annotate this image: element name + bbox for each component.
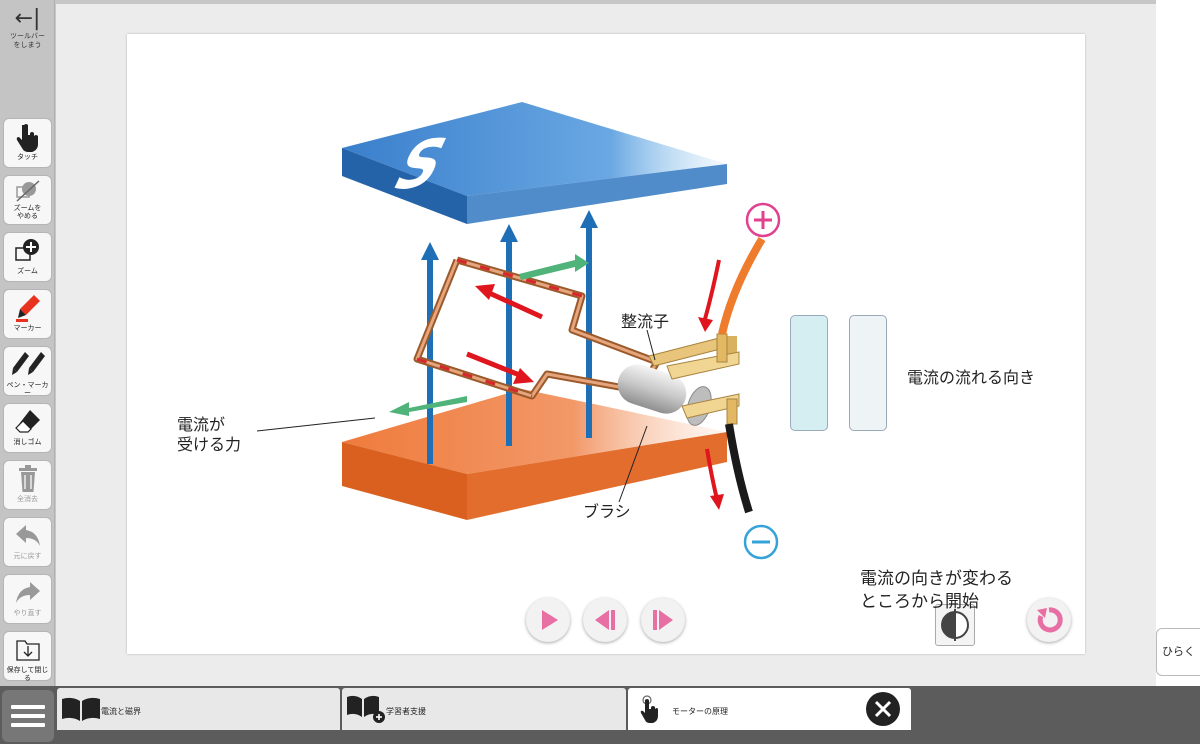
- touch-tool-label: タッチ: [17, 153, 38, 161]
- undo-tool-label: 元に戻す: [13, 552, 42, 560]
- s-pole-magnet: S: [342, 102, 727, 224]
- redo-tool-label: やり直す: [13, 609, 42, 617]
- save-close-tool-button[interactable]: 保存して閉じる: [3, 631, 52, 682]
- hamburger-line-icon: [11, 705, 45, 709]
- tab-label: モーターの原理: [672, 707, 728, 716]
- commutator: [617, 333, 740, 426]
- half-circle-icon: [941, 609, 969, 641]
- tab-label: 学習者支援: [386, 707, 426, 716]
- zoom-tool-label: ズーム: [17, 267, 38, 275]
- save-close-icon: [15, 640, 40, 661]
- tab-learner-support[interactable]: 学習者支援: [342, 688, 626, 730]
- left-toolbar: ←| ツールバー をしまう タッチ ズームを やめる ズーム マーカー: [0, 0, 55, 686]
- trash-icon: [18, 465, 37, 492]
- play-icon: [542, 610, 558, 630]
- motor-diagram-stage: S N: [127, 34, 1085, 654]
- close-tab-button[interactable]: [866, 692, 900, 726]
- plus-terminal: [745, 202, 781, 238]
- zoom-tool-button[interactable]: ズーム: [3, 232, 52, 282]
- zoom-off-tool-label: ズームを やめる: [13, 204, 42, 220]
- pen-marker-icon: [11, 352, 45, 375]
- hide-toolbar-button[interactable]: ←| ツールバー をしまう: [0, 0, 55, 64]
- zoom-icon: [14, 239, 39, 261]
- n-pole-letter: N: [179, 453, 256, 543]
- step-back-icon: [595, 610, 615, 630]
- force-leader-line: [256, 417, 376, 432]
- commutator-label: 整流子: [621, 312, 670, 331]
- redo-icon: [15, 582, 40, 603]
- current-direction-label: 電流の流れる向き: [907, 368, 1036, 387]
- hamburger-line-icon: [11, 714, 45, 718]
- pen-marker-tool-button[interactable]: ペン・マーカー: [3, 346, 52, 397]
- book-plus-icon: [347, 695, 385, 723]
- close-icon: [874, 700, 892, 718]
- step-back-button[interactable]: [583, 598, 627, 642]
- main-menu-button[interactable]: [2, 690, 54, 742]
- coil: [413, 256, 661, 400]
- marker-tool-label: マーカー: [13, 324, 42, 332]
- collapse-arrow-icon: ←|: [14, 6, 41, 31]
- force-label: 電流が 受ける力: [177, 415, 242, 454]
- hide-toolbar-label: ツールバー をしまう: [10, 32, 45, 49]
- brush-label: ブラシ: [583, 502, 631, 521]
- undo-tool-button[interactable]: 元に戻す: [3, 517, 52, 567]
- zoom-off-tool-button[interactable]: ズームを やめる: [3, 175, 52, 225]
- marker-tool-button[interactable]: マーカー: [3, 289, 52, 339]
- eraser-tool-label: 消しゴム: [13, 438, 42, 446]
- reset-button[interactable]: [1027, 598, 1071, 642]
- wire-current-arrows: [698, 259, 724, 510]
- touch-icon: [640, 695, 658, 723]
- hand-pointer-icon: [16, 124, 38, 152]
- tab-motor-principle[interactable]: モーターの原理: [628, 688, 911, 730]
- motor-diagram: S N: [179, 102, 878, 560]
- step-forward-button[interactable]: [641, 598, 685, 642]
- clear-all-tool-button[interactable]: 全消去: [3, 460, 52, 510]
- right-pane: [1156, 0, 1200, 686]
- brush-leader-line: [618, 425, 648, 503]
- clear-all-tool-label: 全消去: [17, 495, 38, 503]
- hamburger-line-icon: [11, 723, 45, 727]
- coil-current-arrows: [466, 284, 544, 384]
- direction-box-current: [790, 315, 828, 431]
- undo-icon: [15, 525, 40, 546]
- tab-label: 電流と磁界: [101, 707, 141, 716]
- touch-tool-button[interactable]: タッチ: [3, 118, 52, 168]
- pen-marker-tool-label: ペン・マーカー: [6, 381, 49, 397]
- marker-icon: [15, 295, 40, 322]
- open-side-panel-button[interactable]: ひらく: [1156, 628, 1200, 676]
- step-forward-icon: [653, 610, 673, 630]
- power-wires: [718, 236, 766, 514]
- eraser-tool-button[interactable]: 消しゴム: [3, 403, 52, 453]
- direction-box-reversed: [849, 315, 887, 431]
- zoom-off-icon: [15, 180, 40, 202]
- reset-icon: [1037, 607, 1063, 633]
- redo-tool-button[interactable]: やり直す: [3, 574, 52, 624]
- force-arrows: [389, 254, 589, 416]
- play-button[interactable]: [526, 598, 570, 642]
- save-close-tool-label: 保存して閉じる: [6, 666, 49, 682]
- minus-terminal: [743, 524, 779, 560]
- commutator-leader-line: [646, 329, 656, 361]
- n-pole-magnet: N: [179, 389, 727, 543]
- reverse-start-button[interactable]: [935, 604, 975, 646]
- tab-current-and-magnetic-field[interactable]: 電流と磁界: [57, 688, 340, 730]
- eraser-icon: [14, 410, 40, 433]
- book-icon: [62, 697, 100, 721]
- reverse-start-label[interactable]: 電流の向きが変わる ところから開始: [860, 569, 1013, 612]
